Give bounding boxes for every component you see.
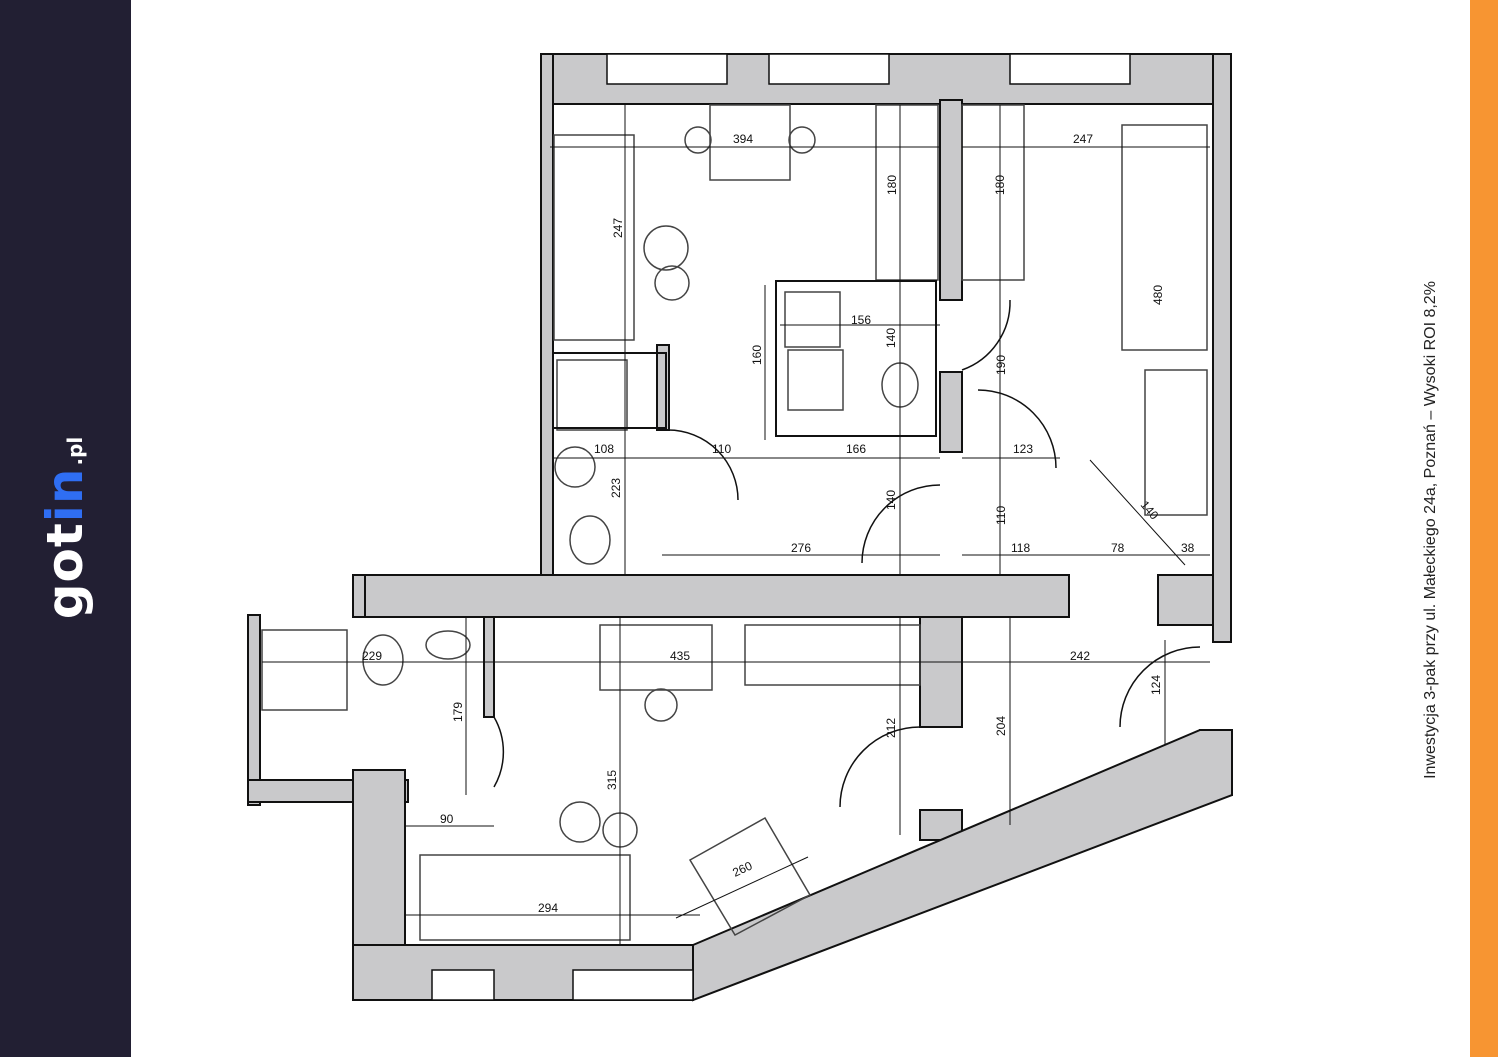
dim-229: 229 xyxy=(362,649,382,663)
dimension-lines xyxy=(262,105,1210,945)
dim-160: 160 xyxy=(750,345,764,365)
orange-accent-bar xyxy=(1470,0,1498,1057)
dim-180-left: 180 xyxy=(885,175,899,195)
dim-294: 294 xyxy=(538,901,558,915)
dim-223: 223 xyxy=(609,478,623,498)
door-swings xyxy=(493,299,1201,808)
dim-180-right: 180 xyxy=(993,175,1007,195)
dim-247-left: 247 xyxy=(611,218,625,238)
dim-435: 435 xyxy=(670,649,690,663)
dim-212: 212 xyxy=(884,718,898,738)
dim-90: 90 xyxy=(440,812,454,826)
dim-118: 118 xyxy=(1011,541,1030,555)
dim-140-diagonal: 140 xyxy=(1138,498,1162,523)
dim-179: 179 xyxy=(451,702,465,722)
dim-394: 394 xyxy=(733,132,753,146)
dim-190: 190 xyxy=(994,355,1008,375)
dim-110-hall: 110 xyxy=(994,506,1008,525)
dim-204: 204 xyxy=(994,716,1008,736)
brand-sidebar: gotin.pl xyxy=(0,0,131,1057)
walls xyxy=(247,53,1233,1002)
dimension-labels: 394 247 247 180 180 480 156 140 160 190 … xyxy=(362,132,1195,915)
dim-242: 242 xyxy=(1070,649,1090,663)
dim-260: 260 xyxy=(730,858,754,879)
dim-156: 156 xyxy=(851,313,871,327)
dim-166: 166 xyxy=(846,442,866,456)
dim-123: 123 xyxy=(1013,442,1033,456)
dim-124: 124 xyxy=(1149,675,1163,695)
dim-110-corridor: 110 xyxy=(712,442,731,456)
dim-108: 108 xyxy=(594,442,614,456)
dim-247-right: 247 xyxy=(1073,132,1093,146)
bathroom-walls xyxy=(552,280,937,437)
dim-140-bath: 140 xyxy=(884,328,898,348)
dim-78: 78 xyxy=(1111,541,1125,555)
dim-38: 38 xyxy=(1181,541,1195,555)
dim-480: 480 xyxy=(1151,285,1165,305)
dim-276: 276 xyxy=(791,541,811,555)
windows xyxy=(431,53,1131,1001)
dim-140-hall: 140 xyxy=(884,490,898,510)
dim-315: 315 xyxy=(605,770,619,790)
